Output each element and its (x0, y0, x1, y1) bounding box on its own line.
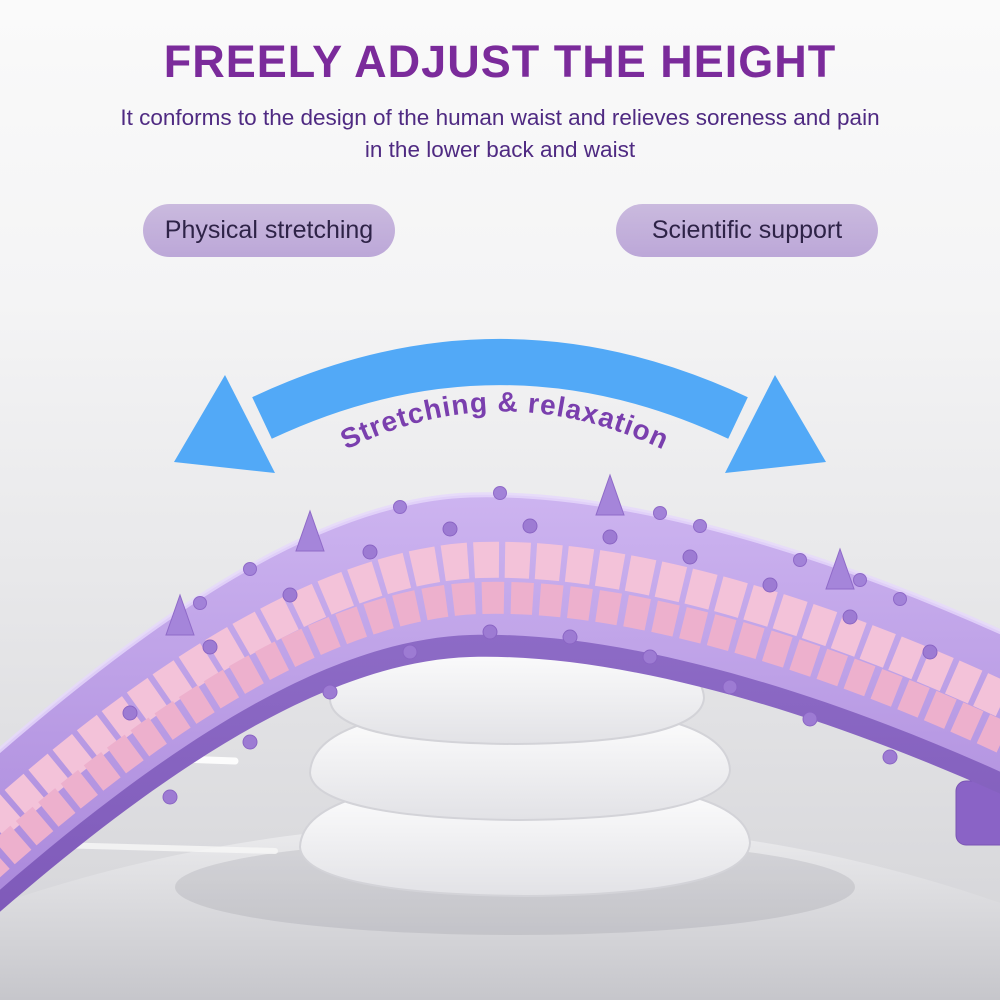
subtitle-line-2: in the lower back and waist (364, 136, 636, 162)
pink-roller-row-1 (0, 541, 1000, 843)
page-subtitle: It conforms to the design of the human w… (0, 102, 1000, 165)
strap-line-lower (52, 842, 278, 854)
arrow-band (252, 339, 748, 439)
surface-bumps-upper (122, 518, 938, 721)
surface-bumps-lower (162, 624, 898, 805)
arch-surface (0, 494, 1000, 890)
page-title: FREELY ADJUST THE HEIGHT (163, 36, 837, 87)
arrow-head-right-icon (725, 375, 826, 473)
base-platform (0, 821, 1000, 1000)
pink-roller-row-2 (0, 581, 1000, 878)
spike-cones (165, 473, 855, 636)
badge-physical-stretching: Physical stretching (143, 204, 395, 257)
subtitle-line-1: It conforms to the design of the human w… (120, 105, 880, 130)
silhouette-bumps (193, 486, 907, 610)
arrow-head-left-icon (174, 375, 275, 473)
back-stretcher-illustration (0, 473, 1000, 1000)
stretch-double-arrow: Stretching & relaxation (174, 339, 826, 473)
badge-scientific-support: Scientific support (616, 204, 878, 257)
